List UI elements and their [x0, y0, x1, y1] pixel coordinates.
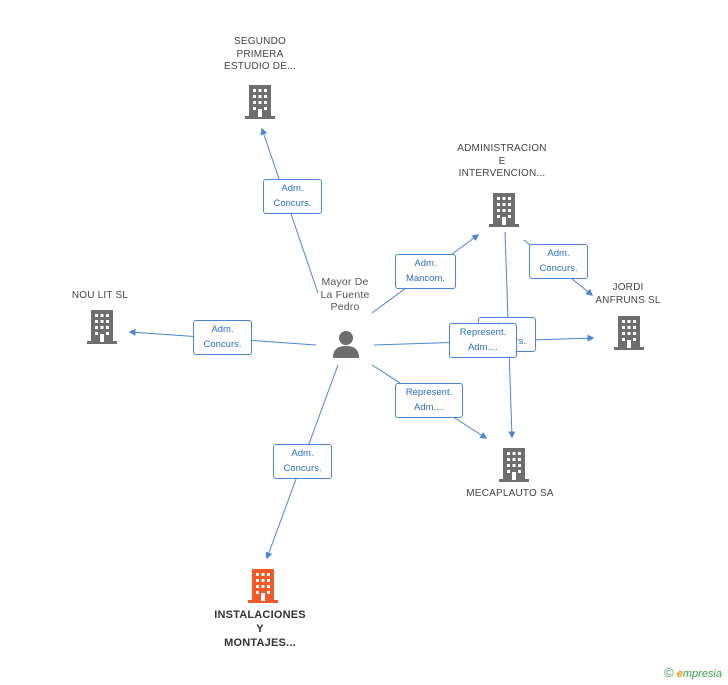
- role-box-jordi[interactable]: Represent. Adm....: [449, 323, 517, 358]
- role-line: Adm.: [414, 258, 437, 269]
- brand-logo-text: mpresia: [682, 668, 722, 680]
- company-label-noulit[interactable]: NOU LIT SL: [50, 290, 150, 303]
- role-line: Concurs.: [539, 262, 578, 274]
- company-label-administracion[interactable]: ADMINISTRACION E INTERVENCION...: [442, 143, 562, 181]
- role-line: Adm.: [281, 183, 304, 194]
- label-line: NOU LIT SL: [71, 290, 129, 301]
- company-label-instalaciones[interactable]: INSTALACIONES Y MONTAJES...: [200, 608, 320, 650]
- building-icon-jordi[interactable]: [613, 316, 645, 350]
- label-line: E: [498, 155, 506, 167]
- label-line: MONTAJES...: [224, 637, 296, 649]
- building-icon-instalaciones[interactable]: [247, 569, 279, 603]
- label-line: PRIMERA: [236, 48, 284, 60]
- building-icon-mecaplauto[interactable]: [498, 448, 530, 482]
- copyright-symbol: ©: [664, 665, 674, 680]
- role-line: Adm....: [467, 341, 499, 353]
- role-line: Concurs.: [203, 338, 242, 350]
- company-label-segundo[interactable]: SEGUNDO PRIMERA ESTUDIO DE...: [203, 36, 317, 74]
- role-box-mecaplauto[interactable]: Represent. Adm....: [395, 383, 463, 418]
- role-line: Represent.: [459, 327, 507, 338]
- role-box-instalaciones[interactable]: Adm. Concurs.: [273, 444, 332, 479]
- brand-logo-initial: e: [676, 668, 683, 680]
- role-box-segundo[interactable]: Adm. Concurs.: [263, 179, 322, 214]
- label-line: MECAPLAUTO SA: [466, 488, 554, 499]
- person-name-label[interactable]: Mayor De La Fuente Pedro: [300, 276, 390, 314]
- role-line: Adm....: [413, 401, 445, 413]
- label-line: ESTUDIO DE...: [223, 61, 297, 72]
- label-line: INTERVENCION...: [458, 168, 546, 179]
- label-line: Mayor De: [321, 276, 369, 288]
- role-box-admin-jordi[interactable]: Adm. Concurs.: [529, 244, 588, 279]
- role-box-administracion[interactable]: Adm. Mancom.: [395, 254, 456, 289]
- label-line: SEGUNDO: [234, 36, 286, 47]
- label-line: Y: [256, 623, 264, 635]
- label-line: La Fuente: [320, 288, 370, 301]
- company-label-jordi[interactable]: JORDI ANFRUNS SL: [578, 282, 678, 307]
- role-line: Adm.: [547, 248, 570, 259]
- label-line: JORDI: [612, 282, 644, 293]
- role-line: Adm.: [291, 448, 314, 459]
- label-line: ANFRUNS SL: [595, 294, 661, 306]
- label-line: INSTALACIONES: [214, 609, 306, 621]
- role-line: Concurs.: [273, 197, 312, 209]
- person-icon[interactable]: [331, 329, 361, 359]
- label-line: ADMINISTRACION: [457, 143, 547, 154]
- building-icon-administracion[interactable]: [488, 193, 520, 227]
- role-line: Represent.: [405, 387, 453, 398]
- footer-brand: © empresia: [664, 665, 722, 680]
- building-icon-noulit[interactable]: [86, 310, 118, 344]
- role-line: Mancom.: [405, 272, 446, 284]
- role-line: Concurs.: [283, 462, 322, 474]
- company-label-mecaplauto[interactable]: MECAPLAUTO SA: [455, 488, 565, 501]
- role-box-noulit[interactable]: Adm. Concurs.: [193, 320, 252, 355]
- role-line: Adm.: [211, 324, 234, 335]
- label-line: Pedro: [330, 301, 360, 313]
- building-icon-segundo[interactable]: [244, 85, 276, 119]
